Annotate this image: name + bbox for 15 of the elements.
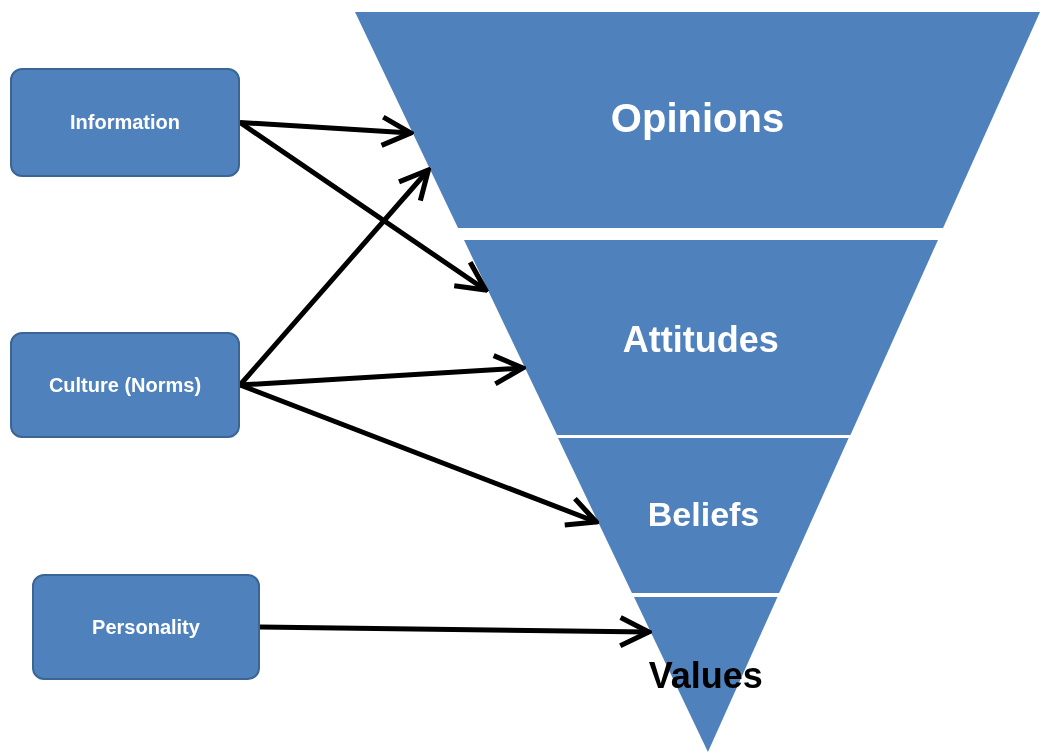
- funnel-band: [463, 240, 938, 435]
- band-label: Opinions: [609, 96, 786, 141]
- process-box: [10, 68, 240, 177]
- arrow: [238, 120, 489, 293]
- box-label: Personality: [91, 614, 201, 640]
- arrow: [259, 614, 652, 649]
- funnel-band: [355, 12, 1040, 228]
- process-box: [10, 332, 240, 438]
- band-label: Beliefs: [646, 494, 761, 534]
- arrow: [239, 114, 414, 148]
- funnel-band: [558, 438, 849, 593]
- process-box: [32, 574, 260, 680]
- box-label: Culture (Norms): [47, 372, 203, 398]
- band-label: Attitudes: [621, 319, 780, 362]
- box-label: Information: [69, 110, 181, 135]
